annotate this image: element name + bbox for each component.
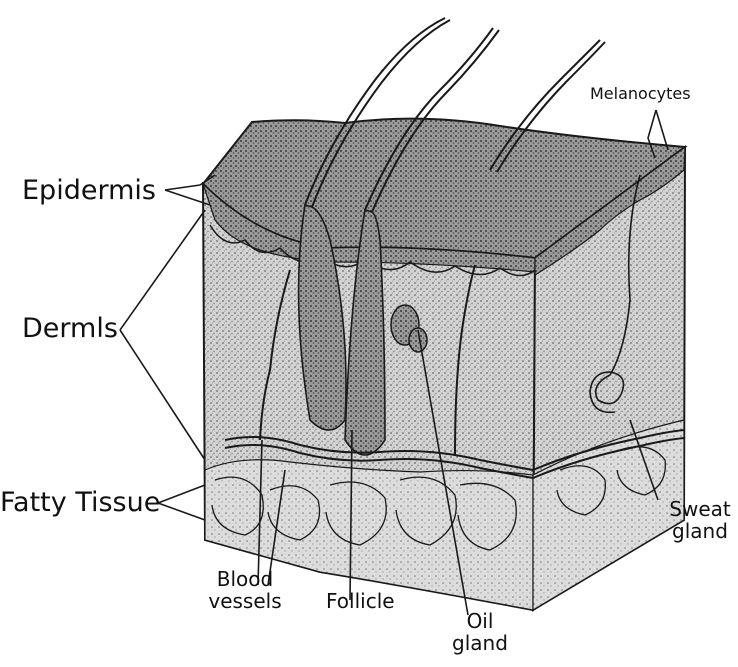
label-blood-vessels: Blood vessels: [200, 568, 290, 612]
label-fatty-tissue: Fatty Tissue: [0, 488, 160, 518]
label-epidermis: Epidermis: [22, 176, 156, 206]
label-dermis: Dermls: [22, 314, 118, 344]
label-sweat-gland: Sweat gland: [662, 498, 738, 542]
label-follicle: Follicle: [326, 590, 395, 612]
label-melanocytes: Melanocytes: [590, 85, 691, 103]
label-oil-gland: Oil gland: [445, 610, 515, 654]
